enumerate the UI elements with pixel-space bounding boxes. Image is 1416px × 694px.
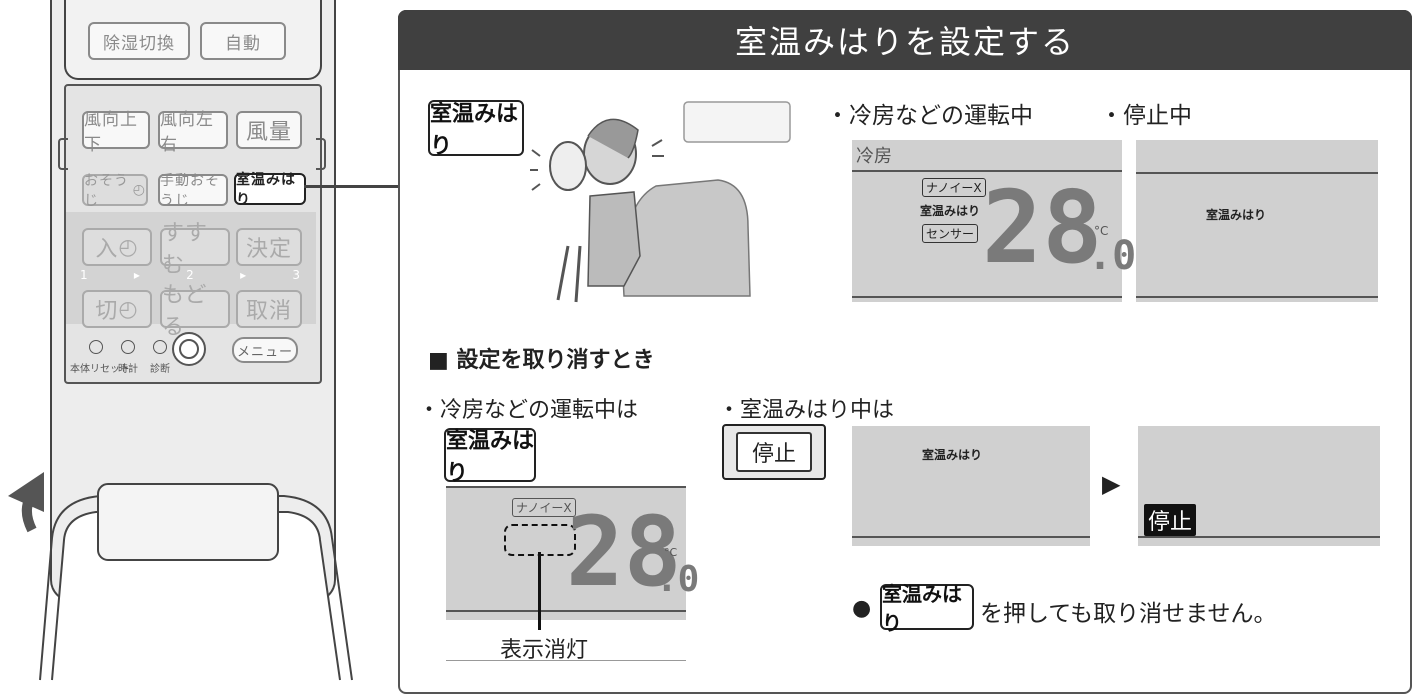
arrow-right-icon: ▶ bbox=[1102, 470, 1121, 498]
advance-button[interactable]: すすむ bbox=[160, 221, 230, 278]
nanoe-indicator: ナノイーX bbox=[922, 178, 986, 197]
temperature-unit: °C bbox=[664, 546, 678, 559]
osouji-label: おそうじ bbox=[84, 173, 129, 209]
temperature-decimal: .0 bbox=[656, 559, 700, 600]
room-temp-watch-key[interactable]: 室温みはり bbox=[428, 100, 524, 159]
remote-clip-right bbox=[316, 138, 326, 170]
lcd-line bbox=[1138, 536, 1380, 538]
lcd-watching: 室温みはり bbox=[852, 426, 1090, 546]
divider bbox=[446, 660, 686, 661]
air-conditioner-icon bbox=[683, 101, 791, 143]
temperature-decimal: .0 bbox=[1088, 233, 1137, 279]
watch-indicator: 室温みはり bbox=[1206, 208, 1267, 222]
lcd-line bbox=[446, 610, 686, 612]
lcd-line bbox=[1136, 172, 1378, 174]
off-timer-button[interactable]: 切◴ bbox=[82, 290, 152, 328]
watch-indicator: 室温みはり bbox=[922, 448, 983, 462]
diag-label: 診断 bbox=[150, 364, 170, 375]
room-temp-watch-key[interactable]: 室温みはり bbox=[880, 582, 974, 635]
arrow-right-icon: ▸ bbox=[240, 268, 247, 282]
cancel-heading: ■ 設定を取り消すとき bbox=[428, 348, 655, 373]
on-timer-button[interactable]: 入◴ bbox=[82, 228, 152, 266]
room-temp-watch-key[interactable]: 室温みはり bbox=[444, 428, 536, 486]
decide-button[interactable]: 決定 bbox=[236, 228, 302, 266]
back-button[interactable]: もどる bbox=[160, 283, 230, 340]
callout-line bbox=[538, 552, 541, 630]
off-timer-label: 切 bbox=[95, 299, 119, 324]
connector-line bbox=[304, 185, 400, 188]
lcd-cancel-operation: ナノイーX 28 .0 °C bbox=[446, 486, 699, 620]
lcd-line bbox=[852, 296, 1122, 298]
temperature-digits: 28 bbox=[982, 169, 1103, 286]
lcd-line bbox=[852, 170, 1122, 172]
lcd-line bbox=[852, 536, 1090, 538]
osouji-button[interactable]: おそうじ◴ bbox=[82, 173, 148, 209]
display-off-label: 表示消灯 bbox=[500, 638, 589, 663]
case-operation-caption: ・冷房などの運転中は bbox=[418, 398, 639, 423]
temperature-digits: 28 bbox=[566, 496, 682, 608]
watch-indicator: 室温みはり bbox=[920, 204, 981, 218]
lcd-line bbox=[446, 486, 686, 488]
case-watching-caption: ・室温みはり中は bbox=[718, 398, 895, 423]
lcd-mode-label: 冷房 bbox=[856, 146, 892, 167]
manual-osouji-button[interactable]: 手動おそうじ bbox=[158, 173, 228, 209]
step-1: 1 bbox=[80, 268, 88, 282]
fan-speed-button[interactable]: 風量 bbox=[236, 111, 302, 149]
hand-fan-icon bbox=[549, 141, 587, 191]
lcd-during-operation: 冷房 ナノイーX 室温みはり センサー 28 .0 °C bbox=[852, 140, 1136, 302]
sensor-indicator: センサー bbox=[922, 224, 979, 243]
cancel-timer-button[interactable]: 取消 bbox=[236, 290, 302, 328]
clock-icon: ◴ bbox=[118, 296, 139, 322]
step-3: 3 bbox=[292, 268, 300, 282]
reset-label: 本体リセット bbox=[70, 364, 130, 375]
temperature-unit: °C bbox=[1094, 224, 1109, 238]
note-bullet: ● bbox=[852, 596, 872, 621]
vane-leftright-button[interactable]: 風向左右 bbox=[158, 110, 228, 155]
lcd-during-stop: 室温みはり bbox=[1136, 140, 1378, 302]
clock-label: 時計 bbox=[118, 364, 138, 375]
room-temp-watch-button[interactable]: 室温みはり bbox=[234, 172, 306, 208]
during-operation-caption: ・冷房などの運転中 bbox=[826, 103, 1033, 129]
remote-top-panel: 除湿切換 自動 bbox=[64, 0, 322, 80]
on-timer-label: 入 bbox=[95, 237, 119, 262]
remote-cover bbox=[8, 472, 353, 681]
person-fanning-illustration bbox=[530, 101, 791, 303]
page-title: 室温みはりを設定する bbox=[398, 10, 1412, 70]
lcd-stopped: 停止 bbox=[1138, 426, 1380, 546]
dehumid-switch-button[interactable]: 除湿切換 bbox=[88, 22, 190, 60]
dial-button[interactable] bbox=[172, 332, 206, 366]
clock-icon: ◴ bbox=[132, 182, 146, 198]
clock-hole[interactable] bbox=[121, 340, 135, 354]
arrow-right-icon: ▸ bbox=[133, 268, 140, 282]
reset-hole[interactable] bbox=[89, 340, 103, 354]
nanoe-indicator: ナノイーX bbox=[512, 498, 576, 517]
menu-button[interactable]: メニュー bbox=[232, 337, 298, 363]
clock-icon: ◴ bbox=[118, 234, 139, 260]
stop-button-label: 停止 bbox=[736, 432, 812, 472]
note-text: を押しても取り消せません。 bbox=[980, 601, 1277, 627]
diag-hole[interactable] bbox=[153, 340, 167, 354]
step-indicator: 1 ▸ 2 ▸ 3 bbox=[80, 268, 300, 282]
arrow-open-icon bbox=[8, 472, 44, 512]
auto-button[interactable]: 自動 bbox=[200, 22, 286, 60]
step-2: 2 bbox=[186, 268, 194, 282]
remote-clip-left bbox=[58, 138, 68, 170]
vane-updown-button[interactable]: 風向上下 bbox=[82, 110, 150, 155]
stop-button[interactable]: 停止 bbox=[722, 424, 826, 480]
lcd-line bbox=[1136, 296, 1378, 298]
stop-indicator: 停止 bbox=[1144, 504, 1197, 536]
during-stop-caption: ・停止中 bbox=[1100, 103, 1192, 129]
